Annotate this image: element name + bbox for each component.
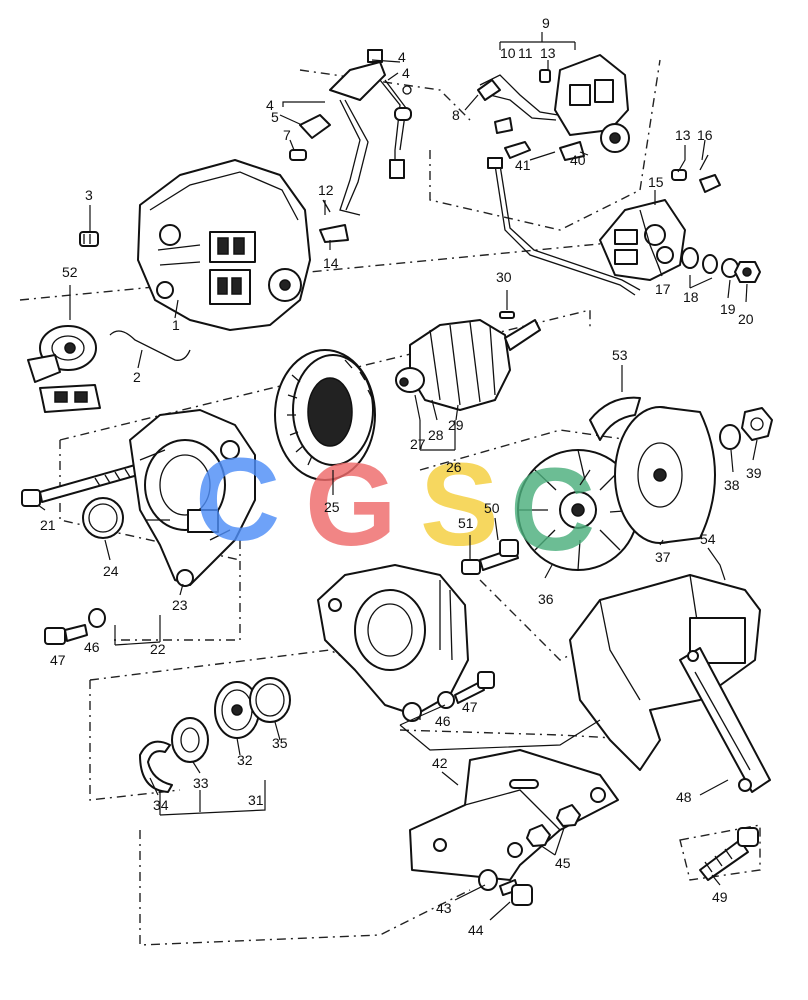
snap-ring bbox=[139, 740, 173, 793]
callout-label: 49 bbox=[712, 889, 728, 905]
pulley-nut bbox=[741, 407, 773, 441]
callout-label: 33 bbox=[193, 775, 209, 791]
stator bbox=[274, 349, 376, 481]
callout-label: 36 bbox=[538, 591, 554, 607]
drive-end-housing-rear bbox=[129, 409, 256, 587]
callout-label: 22 bbox=[150, 641, 166, 657]
callout-label: 4 bbox=[402, 65, 410, 81]
callout-label: 27 bbox=[410, 436, 426, 452]
callout-label: 10 bbox=[500, 45, 516, 61]
pulley bbox=[614, 406, 716, 544]
callout-label: 46 bbox=[84, 639, 100, 655]
callout-label: 45 bbox=[555, 855, 571, 871]
watermark-letter: C bbox=[510, 444, 595, 576]
callout-label: 14 bbox=[323, 255, 339, 271]
callout-label: 29 bbox=[448, 417, 464, 433]
callout-label: 16 bbox=[697, 127, 713, 143]
callout-label: 32 bbox=[237, 752, 253, 768]
pulley-washer bbox=[719, 424, 741, 450]
callout-label: 5 bbox=[271, 109, 279, 125]
callout-label: 19 bbox=[720, 301, 736, 317]
callout-label: 3 bbox=[85, 187, 93, 203]
leader-lines bbox=[37, 32, 758, 921]
callout-label: 34 bbox=[153, 797, 169, 813]
assembly-guide-lines bbox=[19, 59, 761, 946]
callout-label: 15 bbox=[648, 174, 664, 190]
callout-label: 24 bbox=[103, 563, 119, 579]
callout-label: 23 bbox=[172, 597, 188, 613]
end-cap-assembly bbox=[27, 325, 101, 413]
watermark: C G S C bbox=[195, 434, 595, 576]
bracket-nut-b bbox=[556, 804, 581, 827]
adjust-bolt bbox=[461, 539, 519, 575]
bracket-nut-a bbox=[526, 824, 551, 847]
callout-label: 41 bbox=[515, 157, 531, 173]
callout-label: 7 bbox=[283, 127, 291, 143]
fan bbox=[517, 449, 639, 571]
callout-label: 46 bbox=[435, 713, 451, 729]
bracket-washer bbox=[478, 869, 498, 891]
callout-label: 12 bbox=[318, 182, 334, 198]
callout-label: 53 bbox=[612, 347, 628, 363]
callout-label: 38 bbox=[724, 477, 740, 493]
callout-label: 43 bbox=[436, 900, 452, 916]
adjusting-arm bbox=[679, 647, 771, 793]
callout-label: 17 bbox=[655, 281, 671, 297]
watermark-letter: G bbox=[305, 439, 397, 571]
regulator-brush-holder bbox=[477, 54, 641, 296]
spacer-collar bbox=[589, 396, 641, 441]
callout-label: 28 bbox=[428, 427, 444, 443]
arm-bolt bbox=[699, 827, 759, 881]
housing-bolt-47 bbox=[44, 608, 106, 645]
callout-label: 40 bbox=[570, 152, 586, 168]
callout-label: 50 bbox=[484, 500, 500, 516]
mounting-bracket bbox=[409, 749, 619, 881]
housing-bolt-47b bbox=[437, 671, 495, 709]
callout-label: 2 bbox=[133, 369, 141, 385]
callout-label: 44 bbox=[468, 922, 484, 938]
callout-label: 51 bbox=[458, 515, 474, 531]
callout-label: 47 bbox=[462, 699, 478, 715]
callout-label: 13 bbox=[540, 45, 556, 61]
wiring-harness bbox=[289, 49, 412, 243]
callout-label: 35 bbox=[272, 735, 288, 751]
rotor bbox=[395, 311, 541, 411]
screw-3 bbox=[79, 231, 99, 247]
callout-label: 54 bbox=[700, 531, 716, 547]
callout-label: 8 bbox=[452, 107, 460, 123]
callout-label: 52 bbox=[62, 264, 78, 280]
callout-label: 30 bbox=[496, 269, 512, 285]
through-bolt bbox=[21, 464, 139, 507]
callout-label: 31 bbox=[248, 792, 264, 808]
callout-label: 42 bbox=[432, 755, 448, 771]
rectifier-bridge bbox=[599, 154, 761, 283]
slip-ring-end-housing bbox=[137, 159, 311, 331]
callout-label: 4 bbox=[398, 49, 406, 65]
callout-label: 37 bbox=[655, 549, 671, 565]
watermark-letter: C bbox=[195, 434, 280, 566]
callout-labels: 1 2 3 4 4 4 5 7 8 9 10 11 12 13 13 14 15… bbox=[40, 15, 762, 938]
spring-clip bbox=[109, 330, 191, 361]
callout-label: 21 bbox=[40, 517, 56, 533]
watermark-letter: S bbox=[420, 439, 499, 571]
callout-label: 1 bbox=[172, 317, 180, 333]
retainer-plate bbox=[171, 717, 209, 763]
callout-label: 11 bbox=[518, 45, 533, 61]
callout-label: 13 bbox=[675, 127, 691, 143]
callout-label: 18 bbox=[683, 289, 699, 305]
callout-label: 4 bbox=[266, 97, 274, 113]
fan-shield bbox=[569, 574, 761, 771]
callout-label: 9 bbox=[542, 15, 550, 31]
callout-label: 48 bbox=[676, 789, 692, 805]
bracket-bolt bbox=[499, 879, 533, 906]
callout-label: 20 bbox=[738, 311, 754, 327]
callout-label: 47 bbox=[50, 652, 66, 668]
drive-end-housing-front bbox=[317, 564, 469, 722]
callout-label: 25 bbox=[324, 499, 340, 515]
callout-label: 26 bbox=[446, 459, 462, 475]
callout-label: 39 bbox=[746, 465, 762, 481]
